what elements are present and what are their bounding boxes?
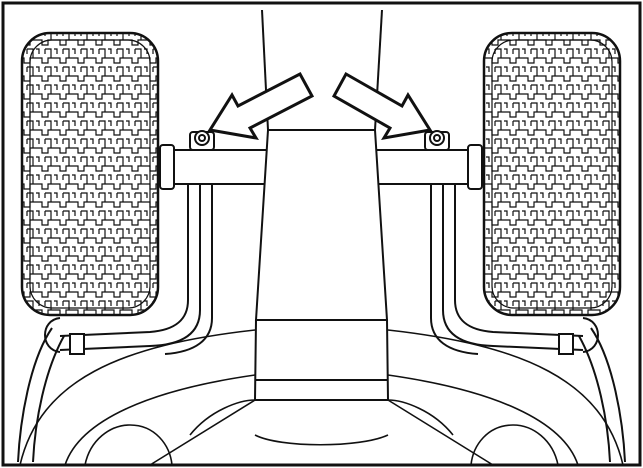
right-grease-arrow — [331, 71, 433, 141]
right-steering-linkage — [430, 184, 626, 463]
right-grease-fitting — [424, 130, 450, 151]
block-arrow-icon — [207, 71, 315, 141]
left-grease-fitting — [189, 130, 215, 151]
center-chassis-frame — [253, 9, 390, 401]
left-steering-linkage — [17, 184, 213, 463]
left-tire — [20, 31, 160, 317]
left-grease-arrow — [207, 71, 315, 141]
block-arrow-icon — [331, 71, 433, 141]
right-tire — [482, 31, 622, 317]
